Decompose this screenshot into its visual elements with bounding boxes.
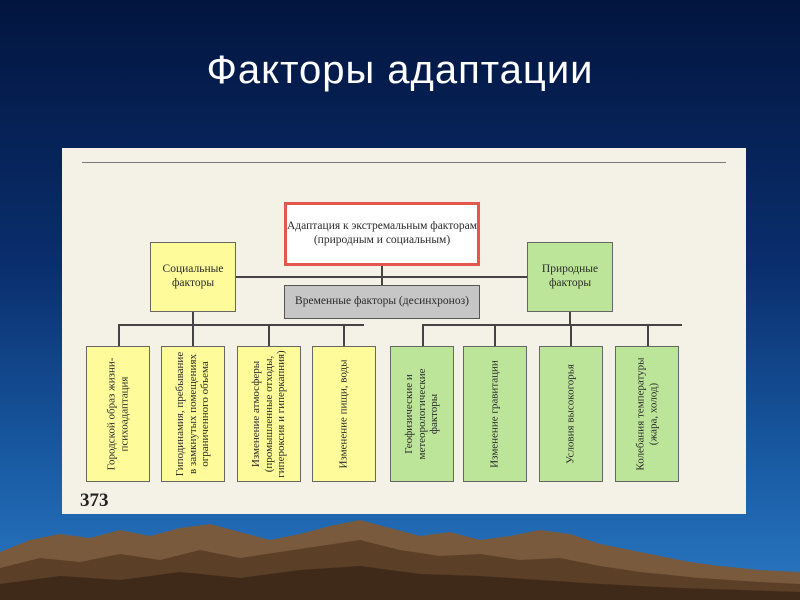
social-factors-box: Социальные факторы xyxy=(150,242,236,312)
connector-social-down xyxy=(192,312,194,324)
root-box: Адаптация к экстремальным факторам (прир… xyxy=(284,202,480,266)
leaf-label: Городской образ жизни-психоадаптация xyxy=(105,357,130,471)
leaf-label: Геофизические и метеорологические фактор… xyxy=(403,368,441,460)
leaf-label: Условия высокогорья xyxy=(564,364,577,464)
leaf-label: Колебания температуры (жара, холод) xyxy=(634,357,659,471)
connector-root-temporal xyxy=(381,266,383,285)
page-header-rule xyxy=(82,162,726,163)
temporal-factors-label: Временные факторы (десинхроноз) xyxy=(295,295,469,308)
drop-5 xyxy=(422,324,424,346)
leaf-label: Изменение гравитации xyxy=(488,360,501,468)
drop-7 xyxy=(570,324,572,346)
drop-4 xyxy=(343,324,345,346)
page-number: 373 xyxy=(80,490,109,511)
drop-8 xyxy=(647,324,649,346)
connector-natural-down xyxy=(569,312,571,324)
leaf-social-4: Изменение пищи, воды xyxy=(312,346,376,482)
drop-2 xyxy=(192,324,194,346)
leaf-natural-2: Изменение гравитации xyxy=(463,346,527,482)
drop-6 xyxy=(494,324,496,346)
root-label: Адаптация к экстремальным факторам (прир… xyxy=(287,220,477,246)
natural-factors-box: Природные факторы xyxy=(527,242,613,312)
leaf-label: Изменение атмосферы (промышленные отходы… xyxy=(250,350,288,478)
diagram-scan: Адаптация к экстремальным факторам (прир… xyxy=(62,148,746,514)
slide-title: Факторы адаптации xyxy=(206,48,594,92)
social-factors-label: Социальные факторы xyxy=(162,263,224,289)
leaf-social-3: Изменение атмосферы (промышленные отходы… xyxy=(237,346,301,482)
leaf-natural-1: Геофизические и метеорологические фактор… xyxy=(390,346,454,482)
leaf-natural-3: Условия высокогорья xyxy=(539,346,603,482)
leaf-social-1: Городской образ жизни-психоадаптация xyxy=(86,346,150,482)
leaf-label: Гиподинамия, пребывание в замкнутых поме… xyxy=(174,351,212,477)
natural-factors-label: Природные факторы xyxy=(541,263,599,289)
temporal-factors-box: Временные факторы (десинхроноз) xyxy=(284,285,480,319)
leaf-social-2: Гиподинамия, пребывание в замкнутых поме… xyxy=(161,346,225,482)
natural-bus xyxy=(422,324,682,326)
drop-1 xyxy=(118,324,120,346)
leaf-label: Изменение пищи, воды xyxy=(337,359,350,469)
drop-3 xyxy=(268,324,270,346)
leaf-natural-4: Колебания температуры (жара, холод) xyxy=(615,346,679,482)
mountains-decoration xyxy=(0,520,800,600)
social-bus xyxy=(118,324,364,326)
